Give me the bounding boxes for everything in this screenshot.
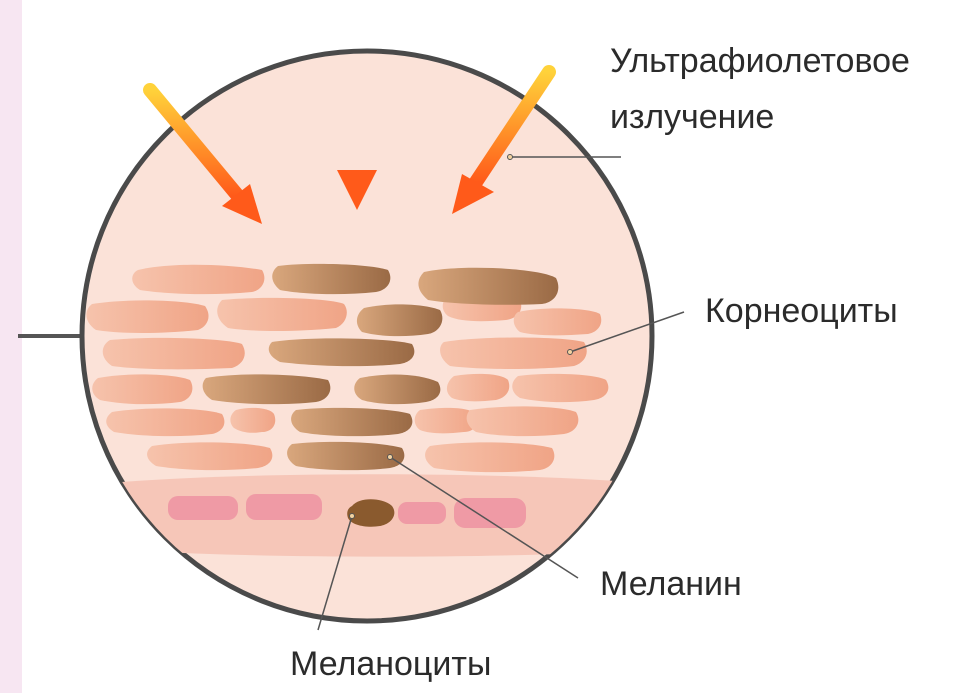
basal-cell bbox=[454, 498, 526, 528]
dot-marker-icon bbox=[508, 155, 513, 160]
basal-cell bbox=[246, 494, 322, 520]
basal-cell bbox=[398, 502, 446, 524]
dot-marker-icon bbox=[568, 350, 573, 355]
basal-cell bbox=[168, 496, 238, 520]
label-corneocytes: Корнеоциты bbox=[705, 292, 898, 330]
label-uv-line1: Ультрафиолетовое bbox=[610, 42, 910, 80]
label-melanin: Меланин bbox=[600, 565, 742, 603]
label-uv-line2: излучение bbox=[610, 98, 774, 136]
dot-marker-icon bbox=[350, 514, 355, 519]
dot-marker-icon bbox=[388, 455, 393, 460]
label-melanocytes: Меланоциты bbox=[290, 645, 491, 683]
left-background-strip bbox=[0, 0, 22, 693]
